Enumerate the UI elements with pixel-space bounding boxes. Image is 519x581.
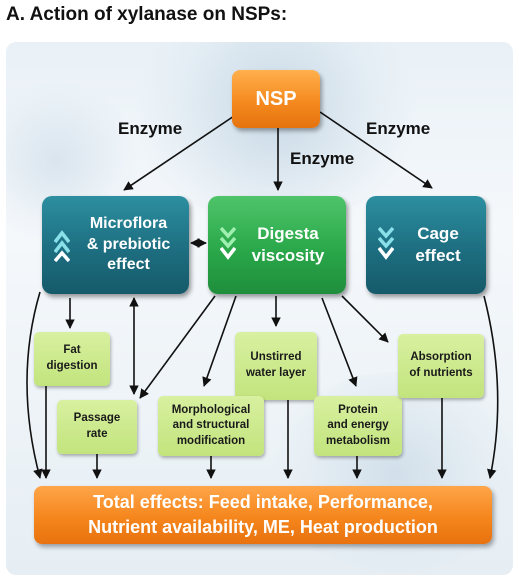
down-chevron-icon [220, 226, 236, 260]
protein-line-3: metabolism [326, 434, 390, 447]
protein-line-2: and energy [327, 419, 389, 432]
passage-line-2: rate [86, 428, 108, 440]
morph-line-2: and structural [172, 419, 250, 432]
total-line-1: Total effects: Feed intake, Performance, [93, 491, 433, 512]
enzyme-label-right: Enzyme [366, 119, 431, 138]
absorption-line-1: Absorption [410, 351, 472, 364]
microflora-label: Microflora & prebiotic effect [61, 214, 171, 276]
absorption-line-2: of nutrients [409, 367, 473, 379]
fat-digestion-node: Fat digestion [34, 332, 110, 386]
cage-label: Cage effect [391, 223, 460, 267]
viscosity-label: Digesta viscosity [230, 223, 325, 267]
absorption-node: Absorption of nutrients [398, 334, 484, 398]
viscosity-line-2: viscosity [251, 246, 325, 265]
cage-node: Cage effect [366, 196, 486, 294]
microflora-line-2: & prebiotic [86, 235, 171, 253]
total-effects-node: Total effects: Feed intake, Performance,… [34, 486, 492, 544]
microflora-node: Microflora & prebiotic effect [42, 196, 189, 294]
unstirred-line-1: Unstirred [250, 351, 302, 364]
viscosity-node: Digesta viscosity [208, 196, 346, 294]
passage-rate-node: Passage rate [57, 400, 137, 454]
protein-energy-node: Protein and energy metabolism [314, 396, 402, 456]
morphological-node: Morphological and structural modification [158, 396, 264, 456]
figure-title: A. Action of xylanase on NSPs: [6, 4, 288, 25]
viscosity-line-1: Digesta [257, 223, 319, 243]
fat-line-2: digestion [46, 360, 98, 372]
unstirred-water-node: Unstirred water layer [235, 332, 317, 400]
up-chevron-icon [54, 230, 70, 262]
unstirred-line-2: water layer [245, 367, 307, 379]
microflora-line-3: effect [107, 256, 150, 274]
morph-line-1: Morphological [171, 403, 251, 416]
protein-line-1: Protein [338, 403, 378, 416]
fat-line-1: Fat [63, 344, 81, 357]
microflora-line-1: Microflora [89, 214, 168, 232]
down-chevron-icon [378, 226, 394, 260]
enzyme-label-center: Enzyme [290, 149, 355, 168]
passage-line-1: Passage [73, 412, 121, 425]
cage-line-1: Cage [417, 223, 459, 243]
cage-line-2: effect [415, 246, 461, 265]
enzyme-label-left: Enzyme [118, 119, 183, 138]
total-line-2: Nutrient availability, ME, Heat producti… [88, 517, 438, 537]
nsp-node: NSP [232, 70, 320, 128]
morph-line-3: modification [176, 434, 246, 447]
